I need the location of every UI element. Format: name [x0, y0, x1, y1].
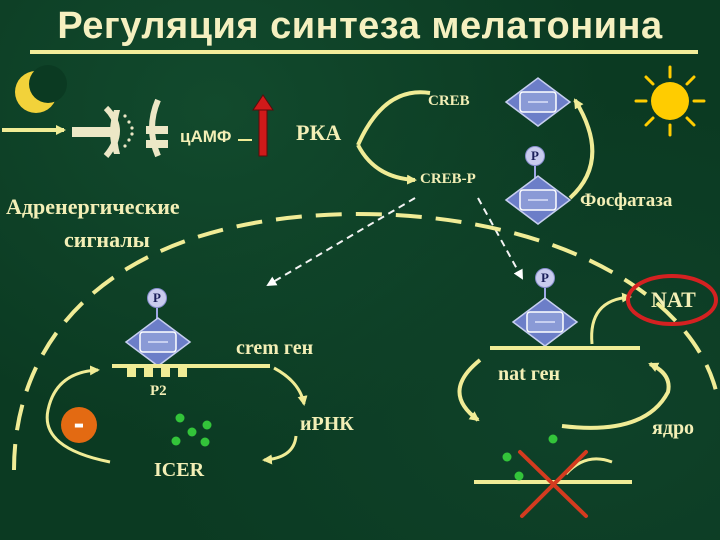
adrenergic-label-line1: Адренергические	[6, 194, 180, 219]
icer-feedback-curve	[45, 365, 111, 464]
creb-p-protein	[504, 165, 572, 225]
inhibition-minus-badge: -	[61, 407, 97, 443]
moon-icon	[15, 65, 67, 113]
nucleus-dots	[502, 434, 558, 481]
phosphatase-label: Фосфатаза	[580, 190, 673, 211]
icer-dots	[171, 413, 212, 447]
camp-label: цАМФ	[180, 127, 232, 146]
phosphate-badge-creb: P	[525, 146, 545, 166]
phosphate-badge-nat: P	[535, 268, 555, 288]
pka-label: РКА	[296, 120, 342, 145]
mrna-label: иРНК	[300, 413, 354, 435]
nat-to-protein-arrow	[590, 292, 632, 345]
nat-right-loop	[561, 362, 671, 430]
nucleus-label: ядро	[652, 417, 695, 439]
nat-label: NAT	[651, 287, 696, 312]
mrna-to-icer-arrow	[262, 435, 298, 465]
title-underline	[30, 50, 698, 54]
transcription-factor-icon	[504, 77, 572, 127]
phosphatase-arrow	[568, 98, 595, 200]
icer-label: ICER	[154, 459, 205, 481]
crem-gene-dna	[112, 364, 270, 377]
crem-gene-label: crem ген	[236, 337, 314, 359]
receptor-icon	[72, 98, 168, 158]
sun-icon	[634, 65, 706, 137]
creb-to-pka-curve	[356, 90, 431, 146]
adrenergic-label-line2: сигналы	[64, 227, 150, 252]
nat-gene-label: nat ген	[498, 363, 561, 385]
nat-left-loop	[457, 358, 482, 422]
cross-icon	[518, 450, 588, 518]
crem-to-mrna-arrow	[273, 366, 308, 406]
creb-label: CREB	[428, 93, 470, 109]
nat-promoter-protein	[511, 287, 579, 347]
creb-p-label: CREB-P	[420, 171, 476, 187]
crebp-to-crem-arrow	[266, 197, 416, 287]
up-arrow-icon	[252, 94, 274, 157]
p2-label: P2	[150, 383, 167, 399]
nat-highlight-ring	[626, 274, 718, 326]
crem-promoter-protein	[124, 307, 192, 367]
nucleus-membrane	[12, 211, 720, 471]
pka-to-crebp-arrow	[356, 144, 417, 185]
phosphate-badge-crem: P	[147, 288, 167, 308]
crebp-to-nat-arrow	[477, 197, 523, 280]
page-title: Регуляция синтеза мелатонина	[57, 5, 663, 47]
